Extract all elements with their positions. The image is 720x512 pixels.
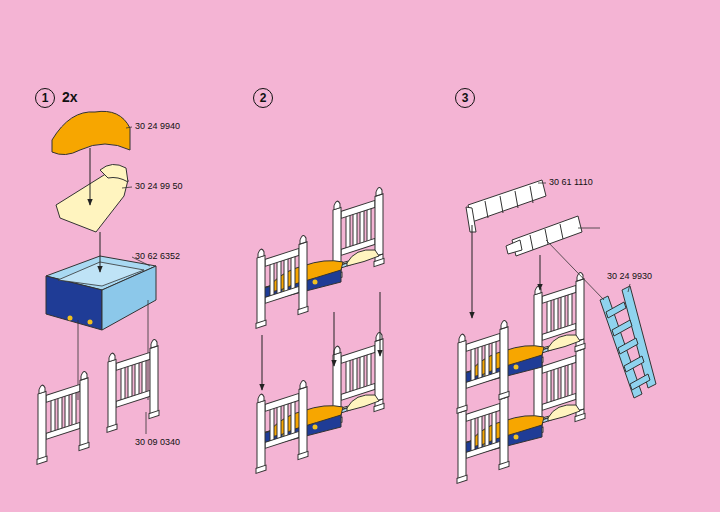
step-number: 3: [462, 92, 469, 104]
step-number-circle: 1: [35, 88, 55, 108]
part-number: 30 62 6352: [135, 252, 180, 262]
step-number-circle: 2: [253, 88, 273, 108]
step-number: 2: [260, 92, 267, 104]
part-number: 30 24 9930: [607, 272, 652, 282]
part-number: 30 09 0340: [135, 438, 180, 448]
part-number: 30 24 99 50: [135, 182, 183, 192]
step-number: 1: [42, 92, 49, 104]
quantity-note: 2x: [62, 90, 78, 105]
step-number-circle: 3: [455, 88, 475, 108]
part-number: 30 24 9940: [135, 122, 180, 132]
part-number: 30 61 1110: [549, 178, 593, 188]
